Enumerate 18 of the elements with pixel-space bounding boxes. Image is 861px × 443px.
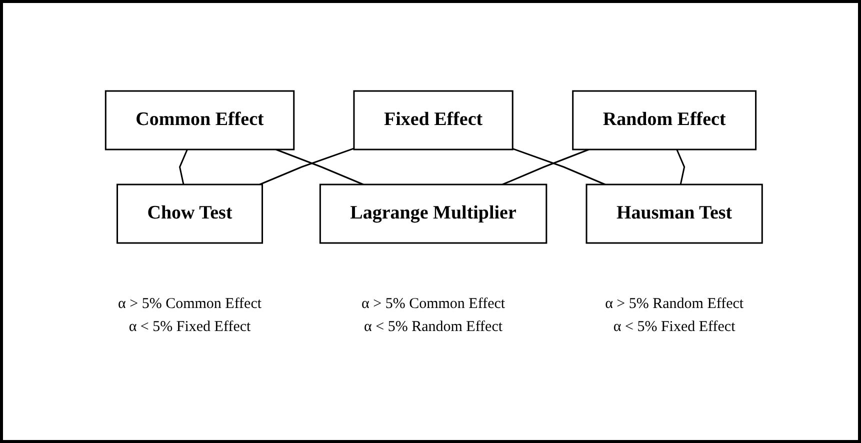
node-label: α < 5% Random Effect: [364, 318, 502, 334]
node-box: Chow Test: [116, 183, 263, 244]
node-label: α < 5% Fixed Effect: [613, 318, 735, 334]
node-label: α > 5% Common Effect: [361, 296, 505, 312]
connector: [502, 148, 589, 185]
node-box: Lagrange Multiplier: [319, 183, 547, 244]
node-box: Common Effect: [104, 90, 294, 150]
node-box: Fixed Effect: [352, 90, 514, 150]
node-box: Hausman Test: [585, 183, 763, 244]
connector: [512, 147, 606, 185]
connector: [259, 147, 354, 185]
connector: [676, 148, 685, 184]
connector: [275, 148, 364, 185]
node-box: Random Effect: [572, 90, 756, 150]
connector: [178, 148, 188, 184]
node-label: α > 5% Random Effect: [604, 296, 744, 312]
node-label: α < 5% Fixed Effect: [128, 318, 250, 334]
node-label: α > 5% Common Effect: [118, 296, 262, 312]
